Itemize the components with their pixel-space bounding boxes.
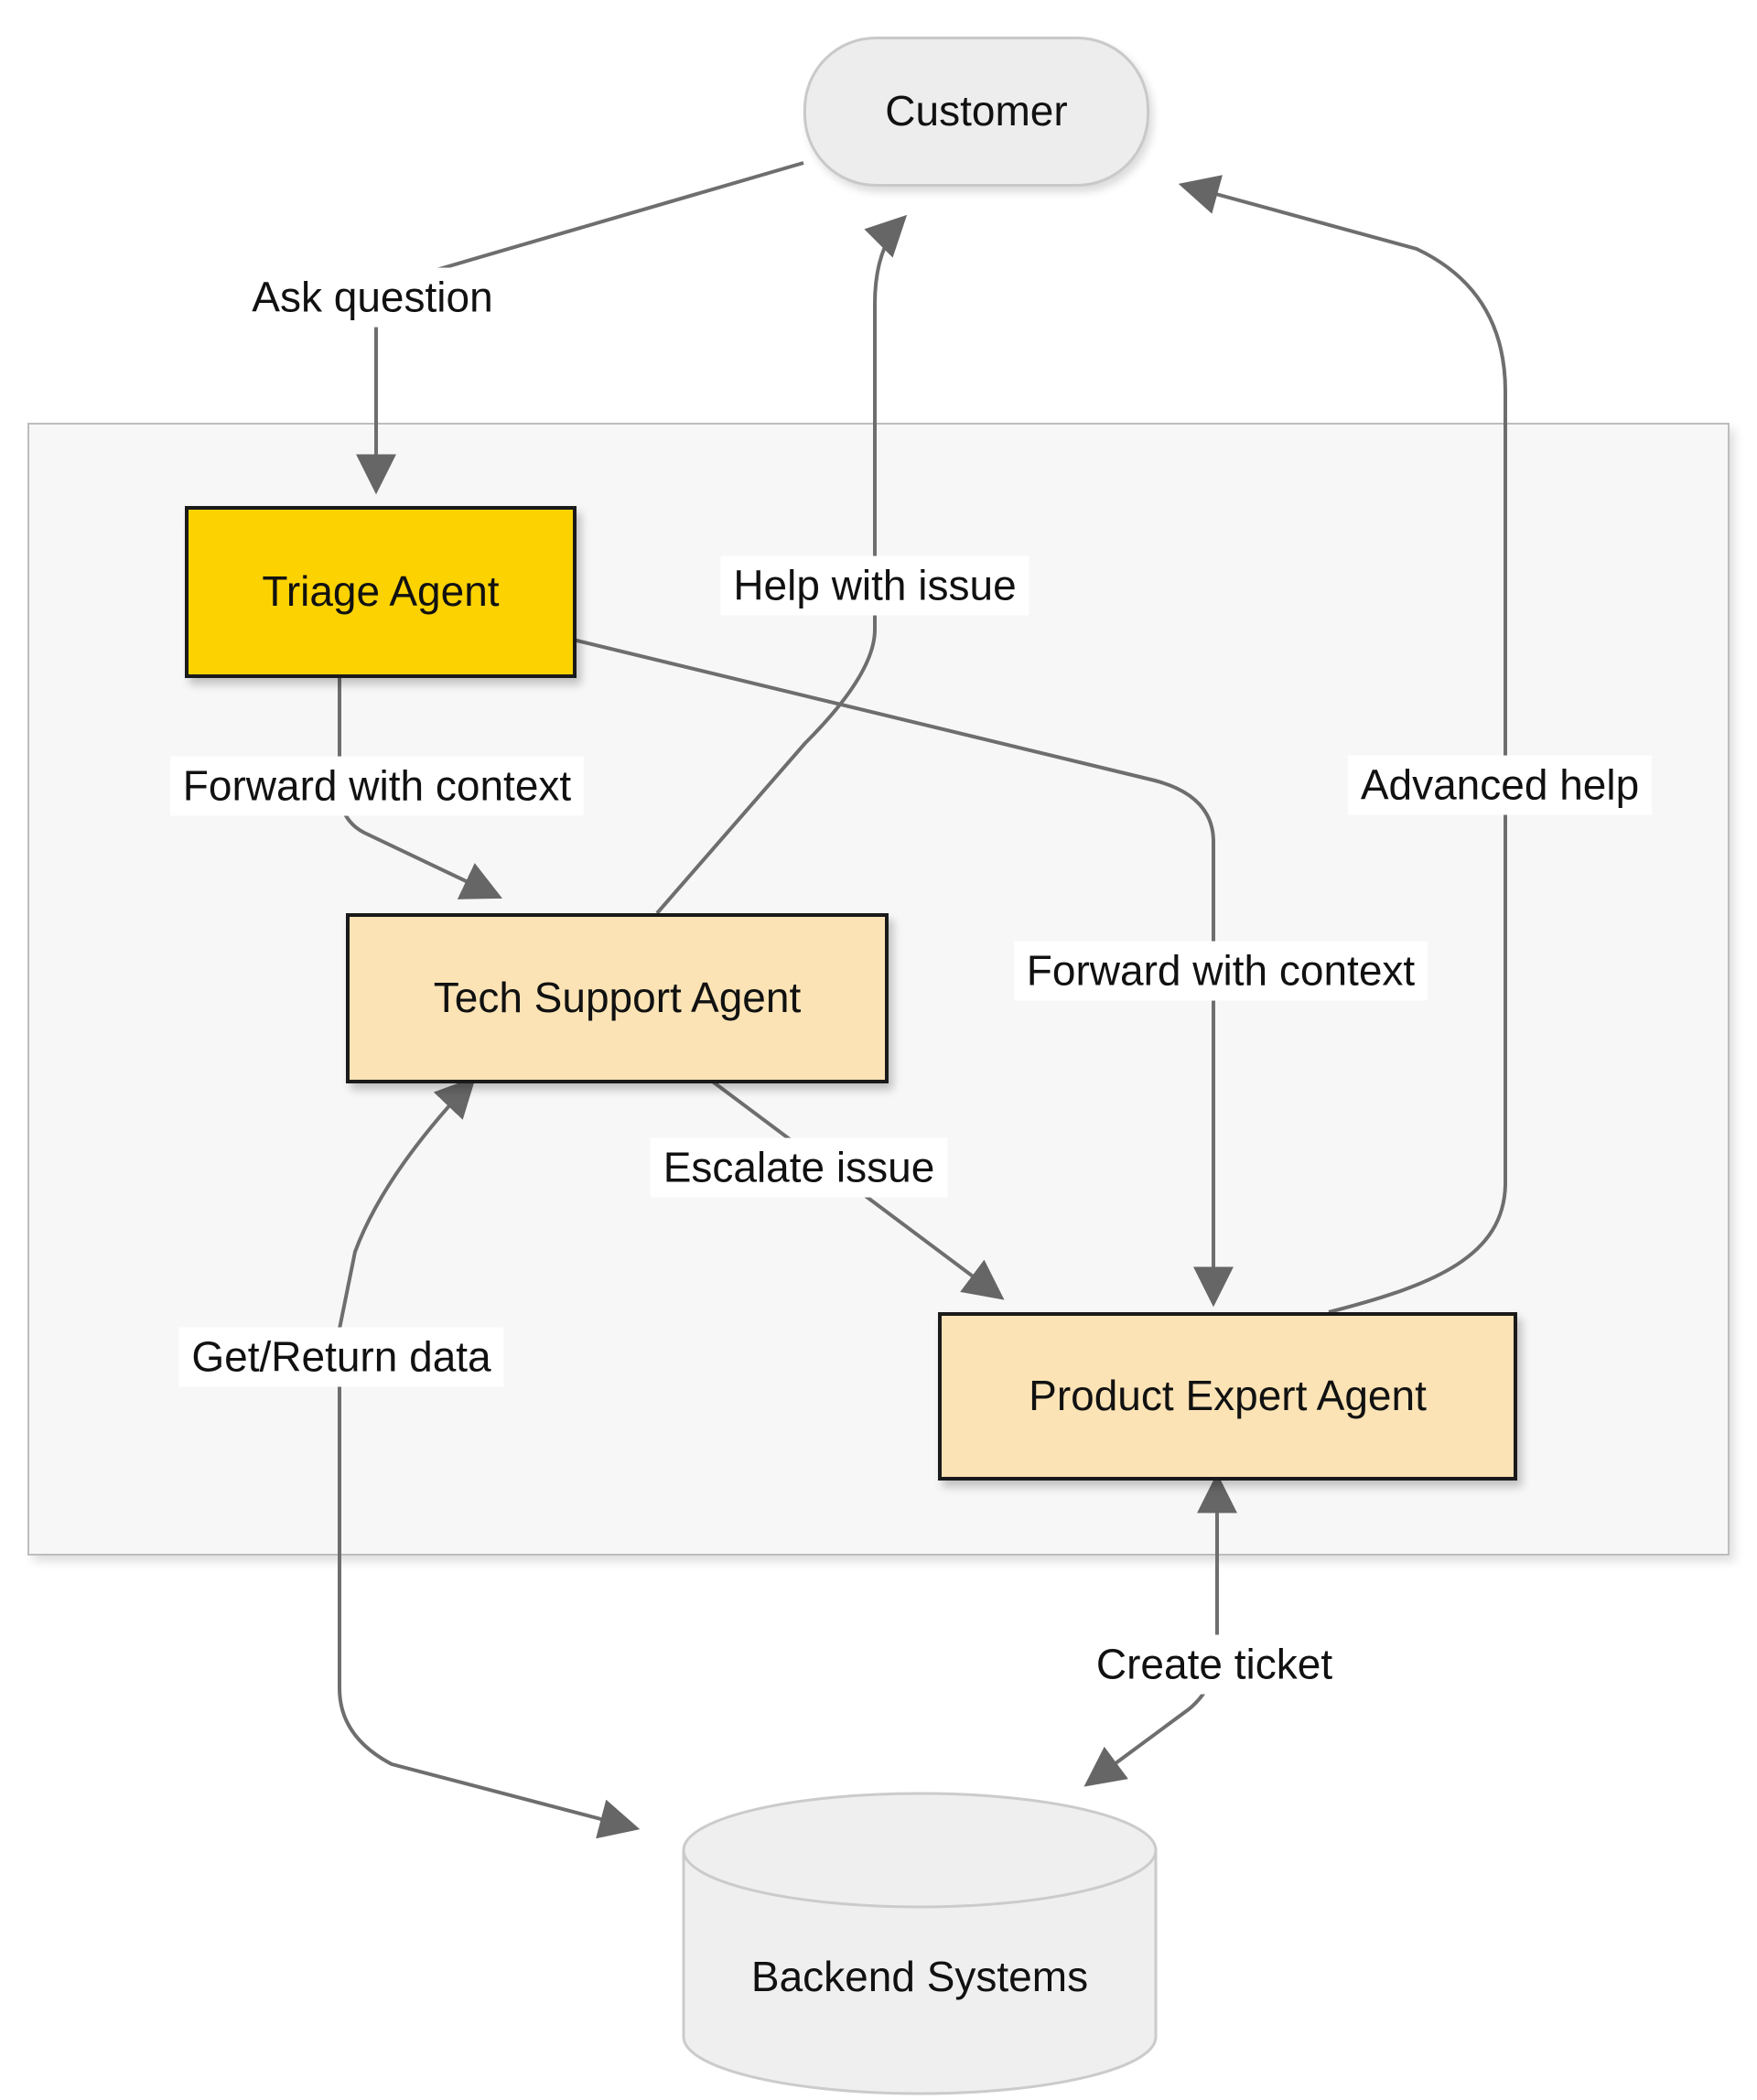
edge-advanced-help (1178, 175, 1507, 1314)
edge-help-with-issue (655, 214, 908, 915)
edge-label-forward-with-context-right: Forward with context (1013, 941, 1428, 1001)
edge-get-return-data (338, 1076, 641, 1839)
edge-forward-with-context-right (568, 637, 1234, 1308)
node-triage-agent: Triage Agent (185, 506, 577, 678)
node-customer: Customer (803, 37, 1149, 187)
edge-label-help-with-issue: Help with issue (720, 555, 1029, 616)
edge-label-escalate-issue: Escalate issue (650, 1137, 948, 1198)
edge-label-get-return-data: Get/Return data (178, 1327, 504, 1387)
cylinder-top (682, 1792, 1158, 1909)
node-product-expert-agent: Product Expert Agent (938, 1312, 1517, 1481)
node-tech-support-agent-label: Tech Support Agent (433, 974, 802, 1022)
edge-create-ticket (1083, 1472, 1237, 1787)
edge-label-create-ticket: Create ticket (1083, 1634, 1346, 1695)
node-triage-agent-label: Triage Agent (262, 567, 500, 616)
node-backend-systems-label: Backend Systems (750, 1953, 1089, 2000)
cylinder-body (682, 1850, 1158, 2095)
edge-label-ask-question: Ask question (239, 267, 506, 328)
edge-label-forward-with-context-left: Forward with context (169, 756, 585, 816)
node-product-expert-agent-label: Product Expert Agent (1029, 1372, 1427, 1420)
edge-label-advanced-help: Advanced help (1347, 755, 1653, 815)
node-customer-label: Customer (885, 87, 1068, 135)
node-tech-support-agent: Tech Support Agent (346, 913, 889, 1083)
backend-systems-cylinder (682, 1792, 1158, 2095)
